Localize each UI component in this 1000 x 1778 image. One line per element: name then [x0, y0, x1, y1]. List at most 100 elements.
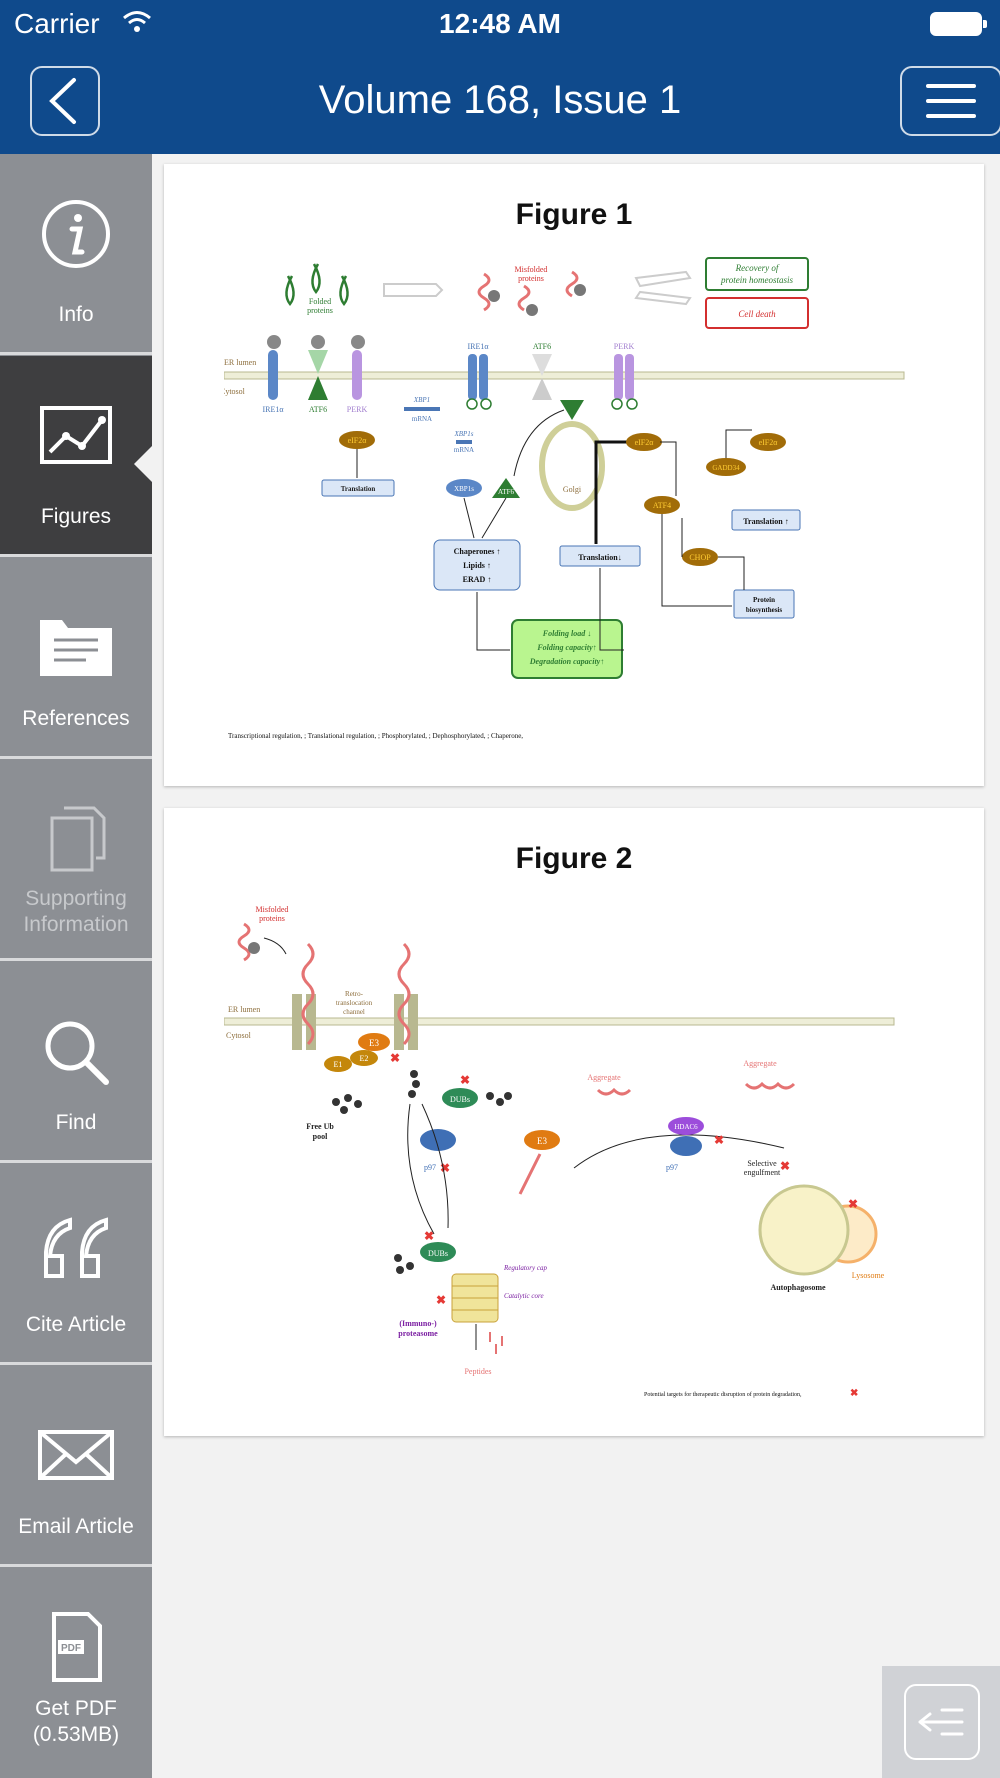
svg-text:mRNA: mRNA	[454, 446, 474, 454]
svg-text:ATF4: ATF4	[653, 501, 671, 510]
svg-text:eIF2α: eIF2α	[348, 436, 368, 445]
figure-title: Figure 2	[515, 842, 633, 875]
documents-icon	[50, 806, 106, 872]
clock: 12:48 AM	[439, 8, 561, 39]
sidebar-label-supporting-1: Supporting	[25, 887, 127, 910]
sidebar-item-cite-article[interactable]: Cite Article	[0, 1164, 152, 1365]
figure-card[interactable]: Figure 2 Misfolded proteins ER lumen Cyt…	[164, 808, 984, 1436]
sidebar-item-supporting-information[interactable]: Supporting Information	[0, 760, 152, 961]
chart-icon	[40, 406, 112, 464]
search-icon	[45, 1021, 109, 1085]
svg-text:protein homeostasis: protein homeostasis	[720, 275, 793, 285]
svg-text:Regulatory cap: Regulatory cap	[503, 1264, 547, 1272]
svg-text:ERAD ↑: ERAD ↑	[463, 575, 492, 584]
svg-text:Golgi: Golgi	[563, 485, 582, 494]
status-bar: Carrier 12:48 AM	[0, 0, 1000, 50]
svg-text:Protein: Protein	[753, 596, 775, 604]
figure-card[interactable]: Figure 1 Folded proteins Misfolded prote…	[164, 164, 984, 786]
sidebar-item-figures[interactable]: Figures	[0, 356, 152, 557]
svg-text:✖: ✖	[390, 1051, 400, 1065]
svg-text:biosynthesis: biosynthesis	[746, 606, 782, 614]
svg-text:proteins: proteins	[307, 306, 333, 315]
svg-text:Translation: Translation	[341, 485, 376, 493]
sidebar-item-email-article[interactable]: Email Article	[0, 1366, 152, 1567]
svg-text:Catalytic core: Catalytic core	[504, 1292, 544, 1300]
svg-text:proteins: proteins	[259, 914, 285, 923]
figures-list[interactable]: Figure 1 Folded proteins Misfolded prote…	[152, 154, 1000, 1778]
sidebar-label-pdf-1: Get PDF	[35, 1697, 117, 1720]
svg-text:✖: ✖	[714, 1133, 724, 1147]
svg-text:Autophagosome: Autophagosome	[770, 1283, 826, 1292]
sidebar-label-email: Email Article	[18, 1515, 134, 1538]
svg-text:✖: ✖	[460, 1073, 470, 1087]
sidebar: Info Figures References Supporting Infor…	[0, 154, 152, 1778]
svg-text:XBP1s: XBP1s	[454, 485, 474, 493]
sidebar-label-pdf-2: (0.53MB)	[32, 1723, 120, 1746]
svg-text:DUBs: DUBs	[450, 1095, 470, 1104]
svg-text:Lysosome: Lysosome	[852, 1271, 885, 1280]
svg-text:ATF6: ATF6	[498, 488, 514, 496]
svg-text:proteasome: proteasome	[398, 1329, 438, 1338]
svg-text:Cytosol: Cytosol	[226, 1031, 252, 1040]
svg-text:GADD34: GADD34	[712, 464, 740, 472]
svg-text:Peptides: Peptides	[464, 1367, 491, 1376]
svg-text:✖: ✖	[780, 1159, 790, 1173]
figure-title: Figure 1	[515, 198, 633, 231]
svg-text:IRE1α: IRE1α	[467, 342, 489, 351]
svg-text:Folded: Folded	[309, 297, 331, 306]
back-button[interactable]	[30, 66, 100, 136]
svg-text:ATF6: ATF6	[309, 405, 327, 414]
sidebar-item-find[interactable]: Find	[0, 962, 152, 1163]
sidebar-item-references[interactable]: References	[0, 558, 152, 759]
svg-text:ER lumen: ER lumen	[228, 1005, 260, 1014]
wifi-icon	[122, 10, 152, 39]
svg-text:E2: E2	[360, 1054, 369, 1063]
pdf-icon: PDF	[52, 1612, 102, 1682]
nav-bar: Volume 168, Issue 1	[0, 50, 1000, 154]
svg-text:eIF2α: eIF2α	[759, 438, 779, 447]
svg-text:Selective: Selective	[747, 1159, 777, 1168]
svg-text:Translation↓: Translation↓	[578, 553, 621, 562]
svg-text:✖: ✖	[848, 1197, 858, 1211]
sidebar-item-get-pdf[interactable]: PDF Get PDF (0.53MB)	[0, 1568, 152, 1769]
svg-text:Translation ↑: Translation ↑	[743, 517, 788, 526]
quote-icon	[44, 1217, 108, 1278]
svg-text:Aggregate: Aggregate	[587, 1073, 621, 1082]
sidebar-label-cite: Cite Article	[25, 1313, 127, 1336]
sidebar-label-info: Info	[58, 303, 94, 326]
svg-text:CHOP: CHOP	[689, 553, 711, 562]
svg-text:Degradation capacity↑: Degradation capacity↑	[529, 657, 604, 666]
figure-2-diagram[interactable]: Misfolded proteins ER lumen Cytosol Retr…	[224, 904, 924, 1404]
figure-1-diagram[interactable]: Folded proteins Misfolded proteins Recov…	[224, 254, 924, 754]
page-title: Volume 168, Issue 1	[318, 78, 682, 122]
svg-text:DUBs: DUBs	[428, 1249, 448, 1258]
svg-text:HDAC6: HDAC6	[674, 1123, 698, 1131]
sidebar-item-info[interactable]: Info	[0, 154, 152, 355]
menu-button[interactable]	[900, 66, 1000, 136]
svg-text:PERK: PERK	[614, 342, 635, 351]
sidebar-label-find: Find	[55, 1111, 97, 1134]
svg-text:(Immuno-): (Immuno-)	[399, 1319, 437, 1328]
collapse-sidebar-button[interactable]	[882, 1666, 1000, 1778]
svg-text:IRE1α: IRE1α	[262, 405, 284, 414]
svg-text:Aggregate: Aggregate	[743, 1059, 777, 1068]
hamburger-icon	[926, 84, 976, 118]
arrow-left-lines-icon	[918, 1708, 964, 1736]
svg-text:channel: channel	[343, 1008, 365, 1016]
chevron-left-icon	[49, 78, 76, 124]
svg-text:Free Ub: Free Ub	[306, 1122, 334, 1131]
svg-text:Misfolded: Misfolded	[515, 265, 548, 274]
svg-text:Transcriptional regulation, ;: Transcriptional regulation, ; Translatio…	[228, 732, 523, 740]
battery-icon	[930, 12, 987, 36]
active-indicator	[134, 444, 154, 484]
folder-icon	[40, 620, 112, 676]
carrier-label: Carrier	[14, 8, 100, 39]
info-icon	[42, 200, 110, 268]
svg-text:ATF6: ATF6	[533, 342, 551, 351]
svg-text:translocation: translocation	[336, 999, 373, 1007]
svg-text:E3: E3	[369, 1038, 379, 1048]
svg-text:PDF: PDF	[61, 1643, 81, 1654]
svg-text:PERK: PERK	[347, 405, 368, 414]
svg-text:Folding load ↓: Folding load ↓	[542, 629, 591, 638]
svg-text:Folding capacity↑: Folding capacity↑	[536, 643, 596, 652]
